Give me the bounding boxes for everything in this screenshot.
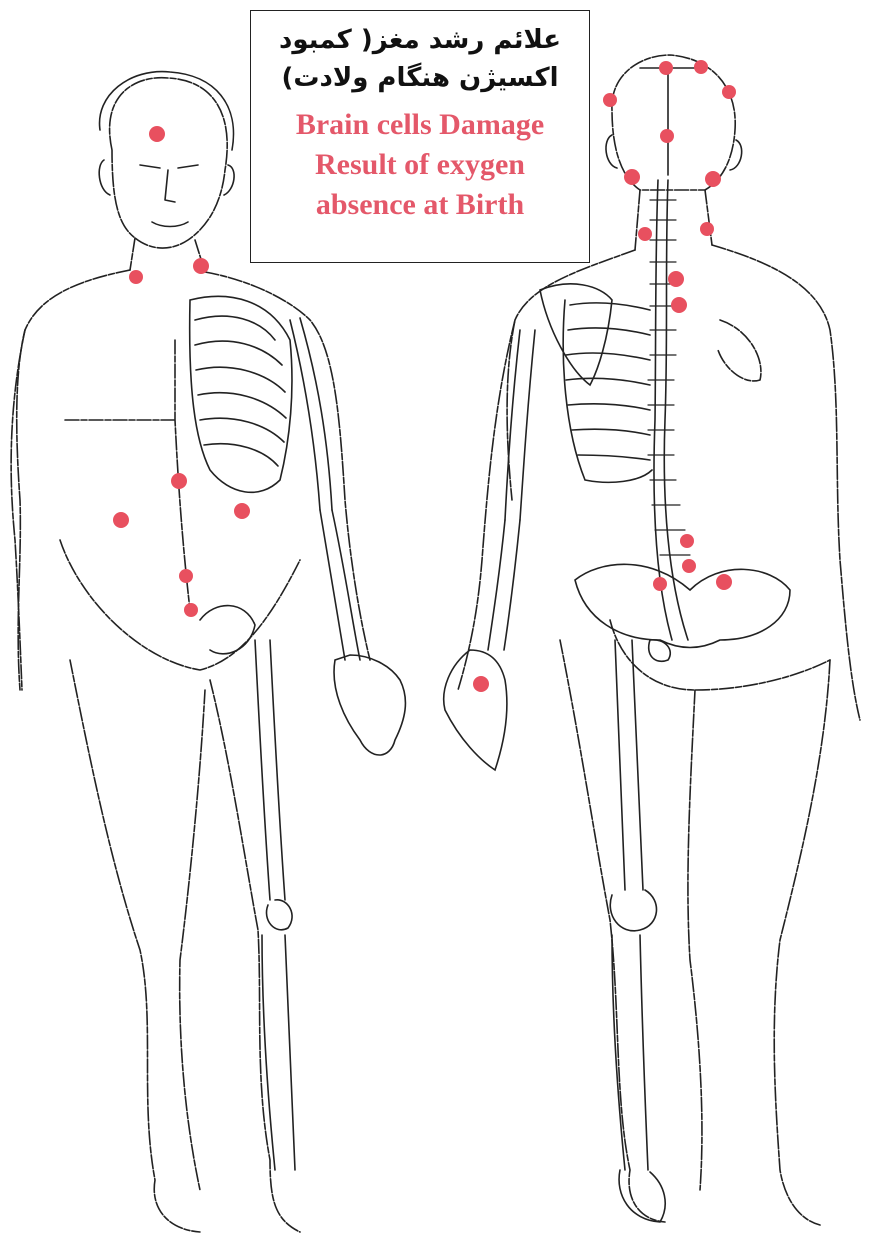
back-shoulder-blade-right bbox=[718, 320, 761, 381]
point-back-sacrum-right bbox=[716, 574, 732, 590]
back-right-ear bbox=[730, 140, 742, 170]
front-chest-line bbox=[65, 340, 190, 610]
front-eyes bbox=[140, 165, 198, 168]
back-knee bbox=[610, 890, 656, 931]
point-back-sacrum-left bbox=[653, 577, 667, 591]
caption-english-line3: absence at Birth bbox=[251, 185, 589, 225]
front-humerus bbox=[290, 318, 332, 510]
front-nose bbox=[165, 170, 175, 202]
point-front-forehead bbox=[149, 126, 165, 142]
point-back-upper-spine-2 bbox=[671, 297, 687, 313]
point-back-crown-left bbox=[659, 61, 673, 75]
point-back-lower-spine-2 bbox=[682, 559, 696, 573]
caption-english: Brain cells Damage Result of exygen abse… bbox=[251, 105, 589, 225]
front-head-outline bbox=[110, 78, 228, 248]
front-knee-cap bbox=[266, 900, 292, 930]
point-back-nape-right bbox=[705, 171, 721, 187]
point-back-head-right bbox=[722, 85, 736, 99]
point-back-neck-right bbox=[700, 222, 714, 236]
point-back-head-left bbox=[603, 93, 617, 107]
back-left-leg bbox=[560, 640, 665, 1222]
front-femur bbox=[255, 640, 285, 900]
front-rib-5 bbox=[200, 418, 284, 442]
front-rib-4 bbox=[198, 393, 286, 418]
front-hand bbox=[334, 655, 405, 755]
caption-persian-line1: علائم رشد مغز( کمبود bbox=[251, 21, 589, 59]
point-back-lower-spine-1 bbox=[680, 534, 694, 548]
caption-box: علائم رشد مغز( کمبود اکسیژن هنگام ولادت)… bbox=[250, 10, 590, 263]
front-rib-6 bbox=[204, 444, 278, 466]
front-rib-1 bbox=[195, 316, 275, 340]
front-hair bbox=[100, 72, 234, 150]
front-forearm bbox=[320, 510, 360, 660]
front-hip-outline bbox=[60, 540, 300, 670]
point-front-abdomen-right bbox=[234, 503, 250, 519]
back-pelvis bbox=[575, 564, 790, 647]
point-front-abdomen-left bbox=[113, 512, 129, 528]
front-mouth bbox=[152, 222, 188, 227]
back-left-ear bbox=[606, 135, 617, 168]
point-front-neck-right bbox=[193, 258, 209, 274]
caption-english-line1: Brain cells Damage bbox=[251, 105, 589, 145]
back-forearm bbox=[488, 520, 520, 650]
back-hand bbox=[444, 650, 507, 770]
front-left-ear bbox=[99, 160, 110, 195]
back-torso-outline bbox=[507, 245, 860, 720]
point-front-lower-abdomen-2 bbox=[184, 603, 198, 617]
point-back-palm bbox=[473, 676, 489, 692]
back-buttocks bbox=[610, 620, 830, 690]
back-skull-midline bbox=[640, 68, 705, 175]
back-scapula-left bbox=[540, 284, 612, 385]
caption-persian-line2: اکسیژن هنگام ولادت) bbox=[251, 59, 589, 97]
point-back-occiput bbox=[660, 129, 674, 143]
back-femur bbox=[615, 640, 643, 890]
point-back-nape-left bbox=[624, 169, 640, 185]
point-back-crown-right bbox=[694, 60, 708, 74]
point-back-upper-spine-1 bbox=[668, 271, 684, 287]
point-front-abdomen-upper bbox=[171, 473, 187, 489]
back-foot bbox=[619, 1170, 665, 1222]
front-pelvis-bone bbox=[200, 606, 255, 654]
point-back-neck-left bbox=[638, 227, 652, 241]
point-front-neck-left bbox=[129, 270, 143, 284]
front-left-leg bbox=[70, 660, 200, 1232]
front-rib-2 bbox=[195, 341, 282, 365]
point-front-lower-abdomen-1 bbox=[179, 569, 193, 583]
front-inner-leg bbox=[180, 690, 205, 1190]
caption-english-line2: Result of exygen bbox=[251, 145, 589, 185]
front-tibia bbox=[262, 935, 295, 1170]
front-rib-3 bbox=[196, 367, 285, 392]
back-right-leg bbox=[774, 660, 830, 1225]
caption-persian: علائم رشد مغز( کمبود اکسیژن هنگام ولادت) bbox=[251, 21, 589, 97]
back-inner-leg bbox=[688, 690, 702, 1190]
